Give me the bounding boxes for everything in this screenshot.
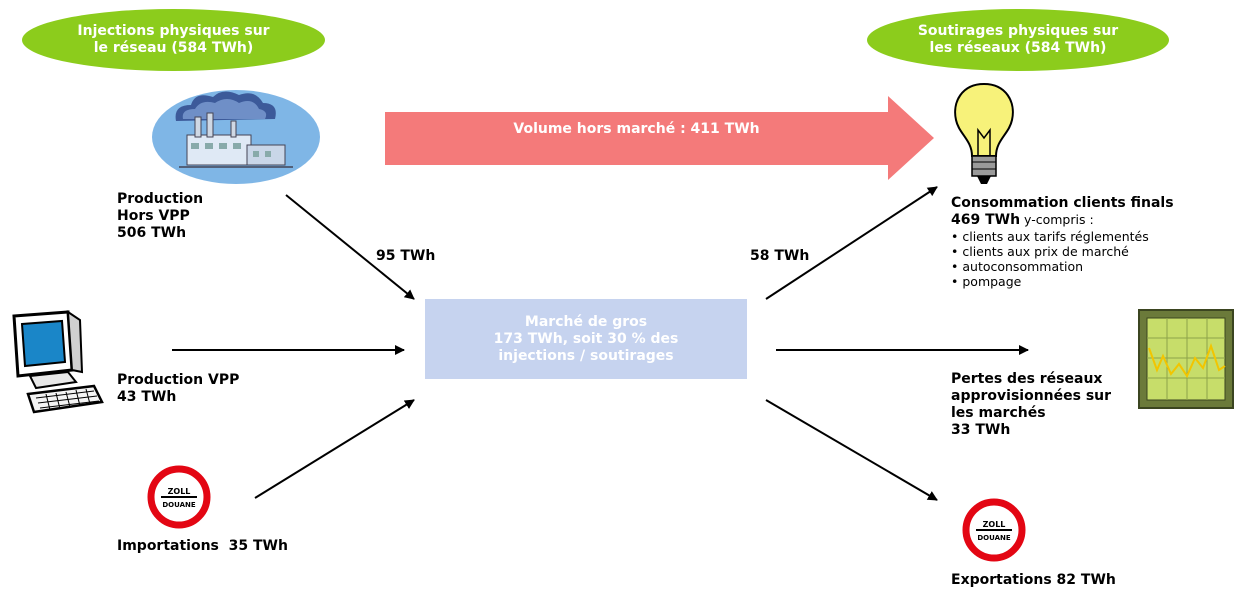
consommation-title: Consommation clients finals — [951, 195, 1174, 211]
soutirages-header-text: Soutirages physiques sur les réseaux (58… — [917, 23, 1119, 56]
customs-sign-right-icon: ZOLL DOUANE — [962, 498, 1026, 562]
list-item: clients aux tarifs réglementés — [951, 229, 1236, 244]
customs-sign-left-icon: ZOLL DOUANE — [147, 465, 211, 529]
production-hors-vpp-label: Production Hors VPP 506 TWh — [117, 191, 204, 241]
importations-label: Importations 35 TWh — [117, 538, 288, 554]
customs-sign-right-bottom: DOUANE — [977, 534, 1011, 542]
arrow-imports-to-market — [254, 399, 415, 499]
arrow-market-to-exports — [765, 399, 938, 501]
hors-marche-arrow — [385, 96, 934, 180]
consommation-suffix: y-compris : — [1020, 212, 1094, 227]
chart-board-icon — [1138, 309, 1234, 409]
soutirages-header: Soutirages physiques sur les réseaux (58… — [867, 9, 1169, 71]
arrow-market-to-consumption — [765, 186, 938, 300]
customs-sign-left-top: ZOLL — [168, 487, 191, 496]
customs-sign-left-bottom: DOUANE — [162, 501, 196, 509]
hors-marche-label: Volume hors marché : 411 TWh — [513, 121, 760, 137]
arrow-production-to-market — [285, 194, 415, 300]
injections-header: Injections physiques sur le réseau (584 … — [22, 9, 325, 71]
marche-de-gros-box: Marché de gros 173 TWh, soit 30 % des in… — [425, 299, 747, 379]
light-bulb-icon — [954, 82, 1014, 184]
consommation-list: clients aux tarifs réglementés clients a… — [951, 229, 1236, 289]
injections-header-text: Injections physiques sur le réseau (584 … — [77, 23, 270, 56]
consommation-block: Consommation clients finals 469 TWh y-co… — [951, 195, 1236, 289]
consommation-value: 469 TWh — [951, 212, 1021, 228]
computer-icon — [12, 310, 104, 414]
flow-label-production: 95 TWh — [376, 248, 436, 264]
marche-de-gros-text: Marché de gros 173 TWh, soit 30 % des in… — [493, 313, 679, 364]
customs-sign-right-top: ZOLL — [983, 520, 1006, 529]
list-item: pompage — [951, 274, 1236, 289]
production-vpp-label: Production VPP 43 TWh — [117, 372, 240, 405]
factory-icon — [152, 90, 320, 184]
flow-label-consumption: 58 TWh — [750, 248, 810, 264]
list-item: clients aux prix de marché — [951, 244, 1236, 259]
exportations-label: Exportations 82 TWh — [951, 572, 1116, 588]
list-item: autoconsommation — [951, 259, 1236, 274]
pertes-label: Pertes des réseaux approvisionnées sur l… — [951, 371, 1112, 438]
